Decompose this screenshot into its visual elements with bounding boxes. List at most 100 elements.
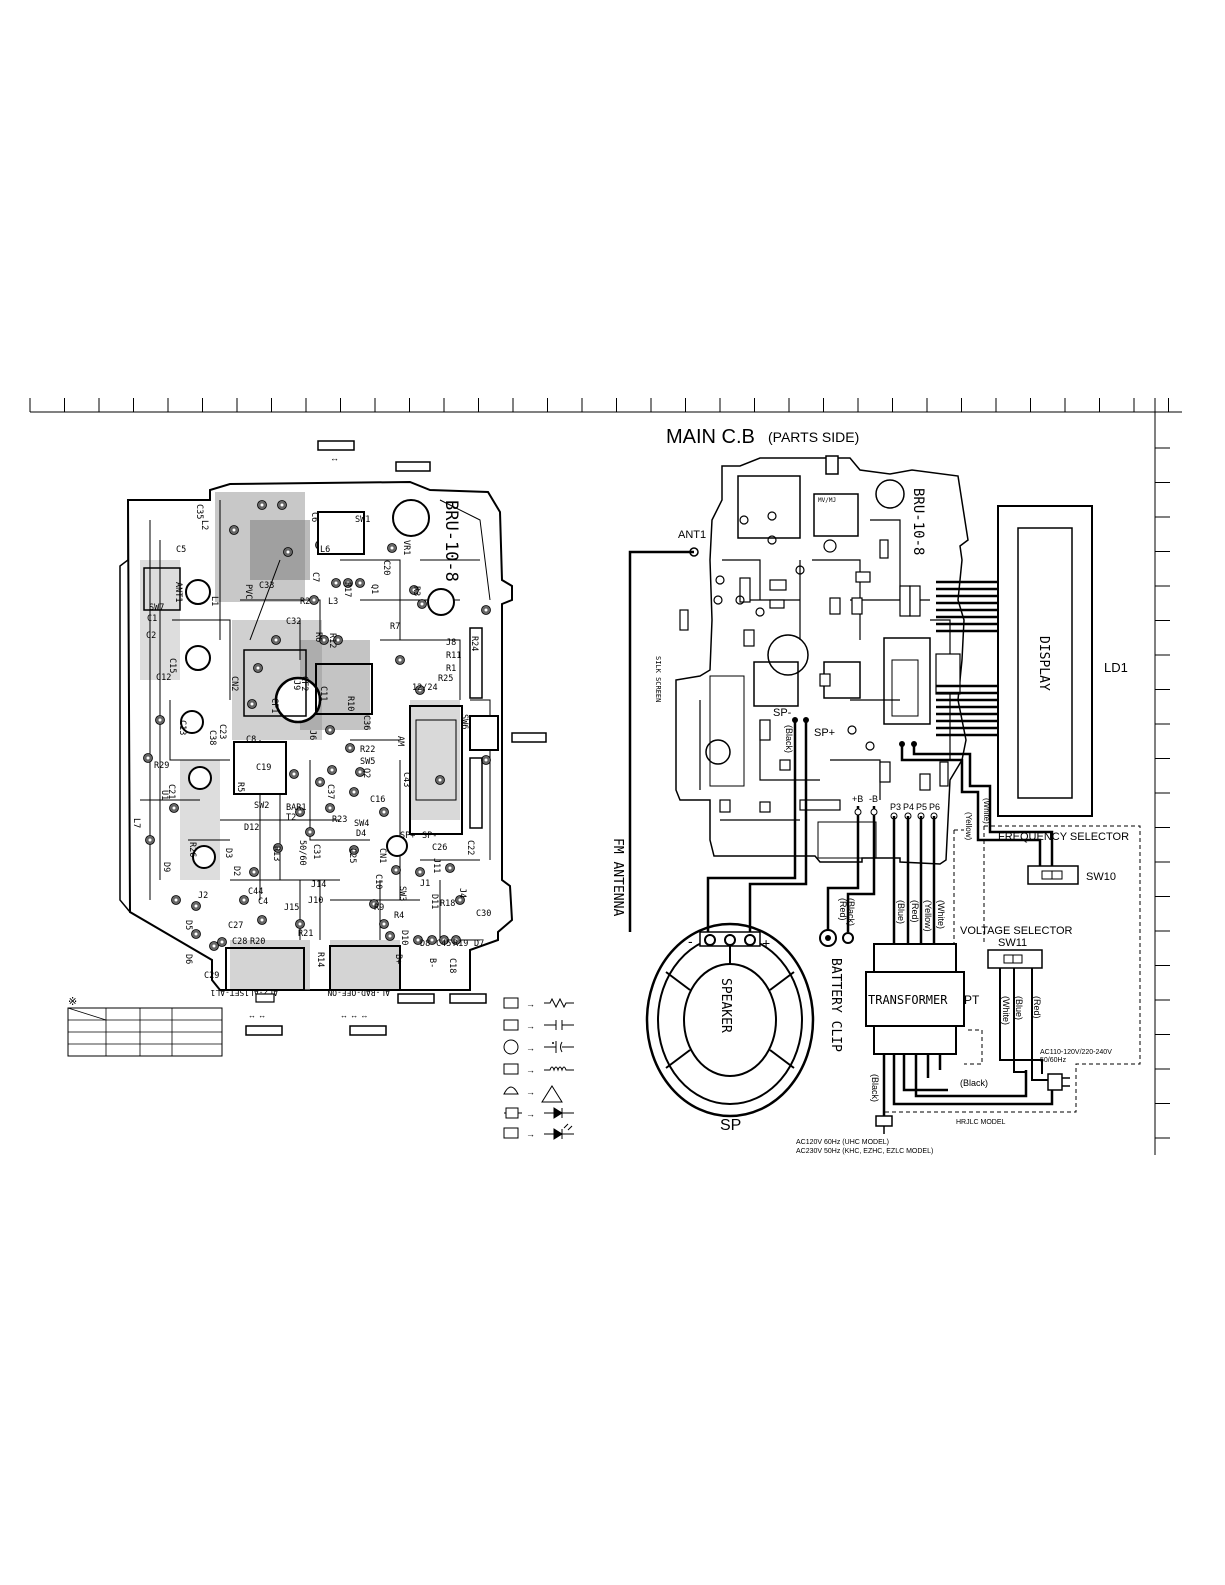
b-plus-label: +B xyxy=(852,794,863,804)
pcb-ref-label: L7 xyxy=(131,818,141,828)
pcb-ref-label: J10 xyxy=(308,896,323,906)
pcb-ref-label: J11 xyxy=(431,858,441,873)
pcb-ref-label: C21 xyxy=(166,784,176,799)
pcb-ref-label: R3 xyxy=(411,586,421,596)
sp-wire-color: (Black) xyxy=(784,725,794,753)
left-pcb: ↔ xyxy=(119,440,547,1036)
pcb-ref-label: R13 xyxy=(271,846,281,861)
p6-label: P6 xyxy=(929,802,940,812)
pcb-ref-label: D2 xyxy=(231,866,241,876)
pcb-ref-label: C44 xyxy=(248,887,263,897)
pcb-ref-label: J15 xyxy=(284,903,299,913)
pcb-ref-label: L6 xyxy=(320,545,330,555)
pcb-ref-label: CN2 xyxy=(229,676,239,691)
pcb-ref-label: C23 xyxy=(217,724,227,739)
transformer: TRANSFORMER PT (Black) (Black) AC120V 60… xyxy=(796,943,1054,1155)
silk-screen-label: SILK SCREEN xyxy=(654,656,662,702)
pcb-ref-label: R17 xyxy=(342,582,352,597)
pcb-ref-label: L3 xyxy=(328,597,338,607)
pcb-ref-label: J8 xyxy=(446,638,456,648)
pcb-ref-label: SW1 xyxy=(355,515,370,525)
pcb-ref-label: CF2 xyxy=(299,676,309,691)
hrjlc-black: (Black) xyxy=(960,1078,988,1088)
pcb-ref-label: R10 xyxy=(345,696,355,711)
transformer-label: TRANSFORMER xyxy=(868,993,948,1007)
ac-note-2: AC230V 50Hz (KHC, EZHC, EZLC MODEL) xyxy=(796,1148,933,1155)
svg-text:→: → xyxy=(526,1087,535,1097)
pcb-ref-label: VR1 xyxy=(401,540,411,555)
pcb-ref-label: B+ xyxy=(393,954,403,964)
ac-note-1: AC120V 60Hz (UHC MODEL) xyxy=(796,1139,889,1146)
svg-text:→: → xyxy=(526,1043,535,1053)
display-assembly: DISPLAY LD1 FREQUENCY SELECTOR SW10 (Yel… xyxy=(899,505,1129,885)
pcb-ref-label: D5 xyxy=(183,920,193,930)
pcb-ref-label: R23 xyxy=(332,815,347,825)
pcb-ref-label: D11 xyxy=(429,894,439,909)
pcb-ref-label: C1 xyxy=(147,614,157,624)
pcb-ref-label: C36 xyxy=(361,715,371,730)
fm-antenna-label: FM ANTENNA xyxy=(610,838,625,916)
pcb-ref-label: R26 xyxy=(187,842,197,857)
pcb-ref-label: C12 xyxy=(156,673,171,683)
pcb-ref-label: J4 xyxy=(457,888,467,898)
pcb-ref-label: R22 xyxy=(360,745,375,755)
pcb-ref-label: J9 xyxy=(291,680,301,690)
pcb-ref-label: C33 xyxy=(259,581,274,591)
pcb-ref-label: CF1 xyxy=(269,698,279,713)
pcb-ref-label: R20 xyxy=(250,937,265,947)
pcb-ref-label: R24 xyxy=(469,636,479,651)
pcb-ref-label: C8 xyxy=(246,735,256,745)
ant1-label: ANT1 xyxy=(678,529,706,541)
svg-text:→: → xyxy=(526,1065,535,1075)
sw11-blue: (Blue) xyxy=(1014,996,1024,1020)
pcb-ref-label: C22 xyxy=(465,840,475,855)
pcb-ref-label: R12 xyxy=(327,633,337,648)
pcb-ref-label: D7 xyxy=(474,939,484,949)
pcb-ref-label: C31 xyxy=(311,844,321,859)
pcb-ref-label: C25 xyxy=(347,848,357,863)
speaker-wiring: SP- SP+ (Black) xyxy=(706,707,835,940)
pcb-ref-label: SW3 xyxy=(397,886,407,901)
pcb-ref-label: R21 xyxy=(298,929,313,939)
sw9-position-text: AL2-AL1SET-AL1 xyxy=(210,988,278,997)
p3-wire-blue: (Blue) xyxy=(896,900,906,924)
hrjlc-label: HRJLC MODEL xyxy=(956,1119,1006,1126)
p3-label: P3 xyxy=(890,802,901,812)
pcb-ref-label: C2 xyxy=(146,631,156,641)
sp-plus-label: SP+ xyxy=(814,727,835,739)
transformer-wiring: P3 P4 P5 P6 (Blue) (Red) (Yellow) (White… xyxy=(890,802,946,944)
right-ruler xyxy=(1155,447,1170,1139)
pcb-ref-label: D4 xyxy=(356,829,366,839)
pcb-ref-label: C37 xyxy=(325,784,335,799)
sp-label: SP xyxy=(720,1117,741,1134)
ac-cord-black: (Black) xyxy=(870,1074,880,1102)
pcb-ref-label: SW7 xyxy=(149,603,164,613)
pcb-ref-label: 50/60 xyxy=(297,840,307,866)
pcb-ref-label: R4 xyxy=(394,911,404,921)
sw11-white: (White) xyxy=(1001,996,1011,1025)
right-board-id: BRU-10-8 xyxy=(910,488,926,555)
pcb-ref-label: C6 xyxy=(309,512,319,522)
pcb-ref-label: C16 xyxy=(370,795,385,805)
pcb-ref-label: SP+ xyxy=(400,831,415,841)
pcb-ref-label: D9 xyxy=(161,862,171,872)
pcb-ref-label: C18 xyxy=(447,958,457,973)
pcb-ref-label: PVC xyxy=(243,584,253,599)
pcb-ref-label: R6 xyxy=(313,632,323,642)
p4-wire-red: (Red) xyxy=(910,900,920,923)
pcb-ref-label: C19 xyxy=(256,763,271,773)
symbol-legend: → → → → → → → xyxy=(503,997,574,1140)
pcb-ref-label: R1 xyxy=(446,664,456,674)
p6-wire-white: (White) xyxy=(936,900,946,929)
frequency-selector-label: FREQUENCY SELECTOR xyxy=(998,831,1129,843)
pcb-ref-label: C10 xyxy=(373,874,383,889)
pcb-ref-label: SW4 xyxy=(354,819,369,829)
pcb-ref-label: R11 xyxy=(446,651,461,661)
svg-text:→: → xyxy=(526,1021,535,1031)
pcb-ref-label: C32 xyxy=(286,617,301,627)
pcb-ref-label: R19 xyxy=(453,939,468,949)
speaker-minus-label: - xyxy=(688,933,693,949)
pcb-ref-label: L2 xyxy=(199,520,209,530)
ac-input-label: AC110-120V/220-240V xyxy=(1040,1049,1112,1056)
